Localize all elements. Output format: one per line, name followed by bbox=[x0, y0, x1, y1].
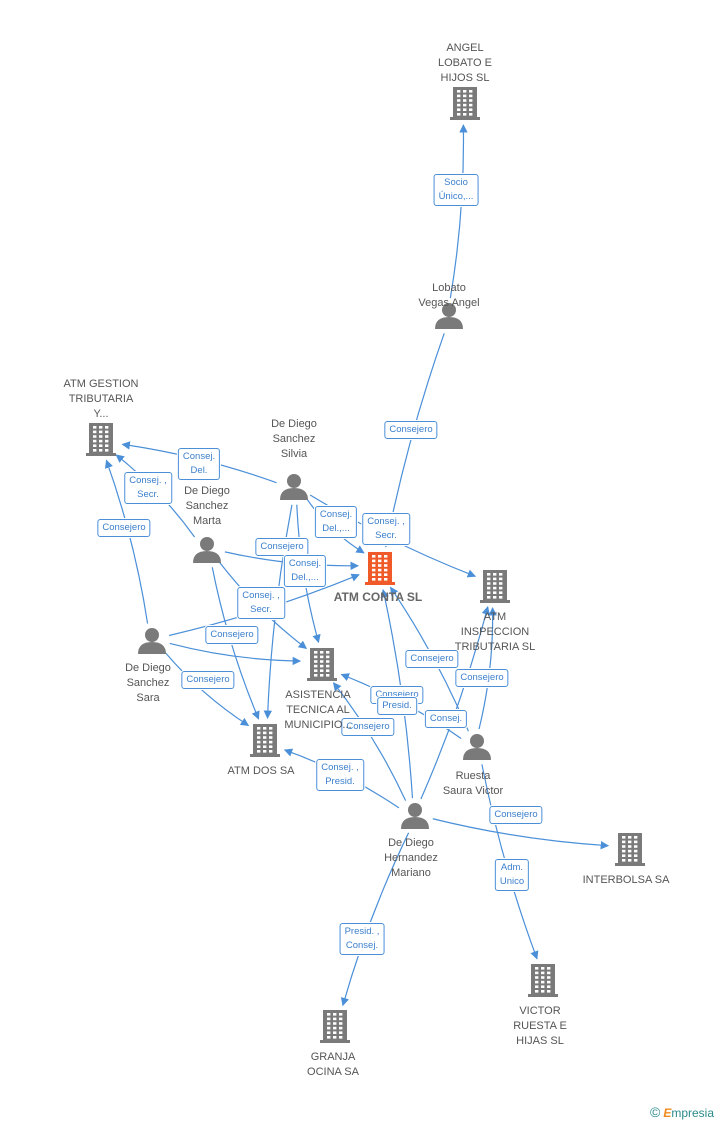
edge-label-victor-insp[interactable]: Consejero bbox=[455, 669, 509, 687]
edge-label-sara-atmgest[interactable]: Consejero bbox=[97, 519, 151, 537]
interbolsa-building-icon[interactable] bbox=[615, 833, 645, 866]
node-label-silvia[interactable]: De Diego Sanchez Silvia bbox=[271, 418, 317, 460]
node-label-victor[interactable]: Ruesta Saura Victor bbox=[442, 770, 504, 797]
node-label-sara[interactable]: De Diego Sanchez Sara bbox=[125, 662, 171, 704]
edge-sara-atmgest bbox=[104, 459, 149, 624]
edge-label-marta-asist[interactable]: Consej. Del.,... bbox=[283, 555, 327, 587]
silvia-person-icon[interactable] bbox=[280, 474, 308, 500]
node-label-angel[interactable]: ANGEL LOBATO E HIJOS SL bbox=[437, 42, 492, 84]
lobato-person-icon[interactable] bbox=[435, 303, 463, 329]
vruesta-building-icon[interactable] bbox=[528, 964, 558, 997]
sara-person-icon[interactable] bbox=[138, 628, 166, 654]
edge-label-lobato-angel[interactable]: Socio Único,... bbox=[433, 174, 479, 206]
atmdos-building-icon[interactable] bbox=[250, 724, 280, 757]
angel-building-icon[interactable] bbox=[450, 87, 480, 120]
edge-label-sara-asist[interactable]: Consejero bbox=[205, 626, 259, 644]
edge-label-victor-conta[interactable]: Consejero bbox=[405, 650, 459, 668]
node-label-vruesta[interactable]: VICTOR RUESTA E HIJAS SL bbox=[513, 1005, 567, 1047]
edge-lobato-angel bbox=[449, 124, 468, 299]
node-label-atmgest[interactable]: ATM GESTION TRIBUTARIA Y... bbox=[63, 378, 139, 420]
edge-label-lobato-conta[interactable]: Consejero bbox=[384, 421, 438, 439]
edge-mariano-granja bbox=[340, 832, 410, 1007]
node-label-conta[interactable]: ATM CONTA SL bbox=[333, 590, 423, 604]
node-label-interbolsa[interactable]: INTERBOLSA SA bbox=[582, 874, 670, 886]
edge-label-mariano-atmdos[interactable]: Consej. , Presid. bbox=[316, 759, 364, 791]
node-label-asist[interactable]: ASISTENCIA TECNICA AL MUNICIPIO... bbox=[284, 689, 352, 731]
granja-building-icon[interactable] bbox=[320, 1010, 350, 1043]
brand-name: mpresia bbox=[671, 1106, 715, 1120]
edge-label-silvia-atmgest[interactable]: Consej. Del. bbox=[177, 448, 221, 480]
edge-label-mariano-interbolsa[interactable]: Consejero bbox=[489, 806, 543, 824]
asist-building-icon[interactable] bbox=[307, 648, 337, 681]
brand-initial: E bbox=[663, 1106, 672, 1120]
edge-label-silvia-conta[interactable]: Consej. Del.,... bbox=[314, 506, 358, 538]
edge-label-marta-atmgest[interactable]: Consej. , Secr. bbox=[124, 472, 172, 504]
conta-building-icon[interactable] bbox=[365, 552, 395, 585]
node-label-lobato[interactable]: Lobato Vegas Angel bbox=[418, 282, 480, 309]
mariano-person-icon[interactable] bbox=[401, 803, 429, 829]
insp-building-icon[interactable] bbox=[480, 570, 510, 603]
edge-label-silvia-insp[interactable]: Consej. , Secr. bbox=[362, 513, 410, 545]
node-label-marta[interactable]: De Diego Sanchez Marta bbox=[184, 485, 230, 527]
node-label-mariano[interactable]: De Diego Hernandez Mariano bbox=[384, 837, 438, 879]
node-label-insp[interactable]: ATM INSPECCION TRIBUTARIA SL bbox=[454, 611, 536, 653]
edge-label-victor-asist[interactable]: Consej. bbox=[424, 710, 468, 728]
marta-person-icon[interactable] bbox=[193, 537, 221, 563]
edge-label-sara-atmdos[interactable]: Consejero bbox=[181, 671, 235, 689]
edge-label-mariano-asist[interactable]: Consejero bbox=[341, 718, 395, 736]
edge-mariano-asist bbox=[332, 682, 407, 801]
edge-sara-atmdos bbox=[165, 652, 250, 727]
edge-mariano-insp bbox=[420, 605, 490, 800]
edge-victor-insp bbox=[478, 607, 497, 730]
edge-label-mariano-insp[interactable]: Presid. bbox=[377, 697, 417, 715]
node-label-atmdos[interactable]: ATM DOS SA bbox=[227, 765, 295, 777]
copyright-symbol: © bbox=[650, 1104, 661, 1120]
brand-logo: ©Empresia bbox=[650, 1104, 714, 1120]
edge-marta-atmdos bbox=[211, 567, 260, 720]
edge-label-marta-conta[interactable]: Consejero bbox=[255, 538, 309, 556]
edge-mariano-interbolsa bbox=[432, 818, 610, 850]
edge-label-sara-conta[interactable]: Consej. , Secr. bbox=[237, 587, 285, 619]
edge-label-victor-vruesta[interactable]: Adm. Unico bbox=[494, 859, 530, 891]
victor-person-icon[interactable] bbox=[463, 734, 491, 760]
edge-label-mariano-granja[interactable]: Presid. , Consej. bbox=[339, 923, 385, 955]
node-label-granja[interactable]: GRANJA OCINA SA bbox=[307, 1051, 359, 1078]
edge-sara-asist bbox=[169, 642, 302, 666]
atmgest-building-icon[interactable] bbox=[86, 423, 116, 456]
